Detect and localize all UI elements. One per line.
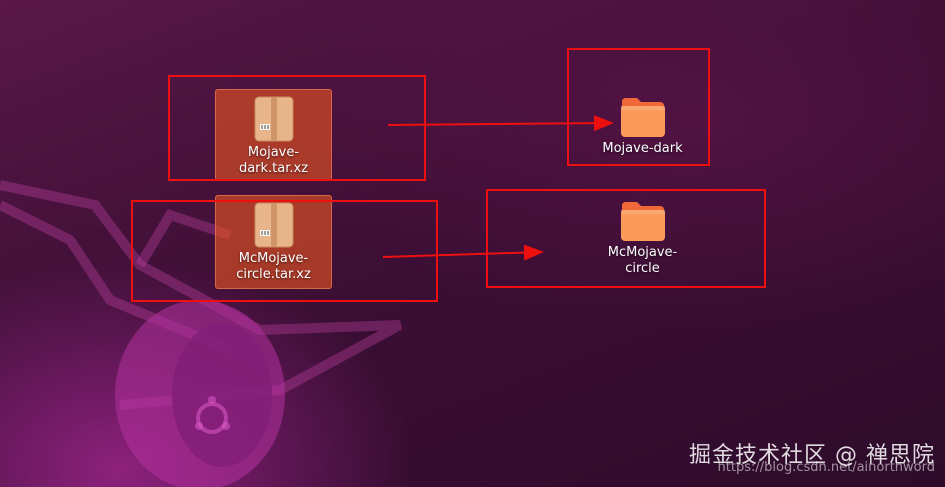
archive-icon xyxy=(254,202,293,248)
desktop-icon-label: McMojave- circle.tar.xz xyxy=(236,251,311,282)
folder-icon xyxy=(620,98,665,137)
watermark: 掘金技术社区 @ 禅思院 xyxy=(689,437,935,469)
desktop-icon-label: Mojave-dark xyxy=(602,141,683,156)
watermark-url: https://blog.csdn.net/ainorthword xyxy=(717,460,935,475)
archive-icon xyxy=(254,96,293,142)
annotation-box-source-1 xyxy=(168,75,426,181)
desktop-icon-mcmojave-circle-folder[interactable]: McMojave- circle xyxy=(590,194,695,284)
desktop-icon-label: Mojave- dark.tar.xz xyxy=(238,145,309,176)
desktop-icon-mojave-dark-archive[interactable]: Mojave- dark.tar.xz xyxy=(215,89,332,181)
desktop-icon-label: McMojave- circle xyxy=(607,245,678,276)
desktop-icon-mojave-dark-folder[interactable]: Mojave-dark xyxy=(590,90,695,162)
annotation-box-target-1 xyxy=(567,48,710,166)
desktop-icon-mcmojave-circle-archive[interactable]: McMojave- circle.tar.xz xyxy=(215,195,332,289)
annotation-box-source-2 xyxy=(131,200,438,302)
watermark-text: 掘金技术社区 @ 禅思院 xyxy=(689,443,935,468)
annotation-box-target-2 xyxy=(486,189,766,288)
folder-icon xyxy=(620,202,665,241)
